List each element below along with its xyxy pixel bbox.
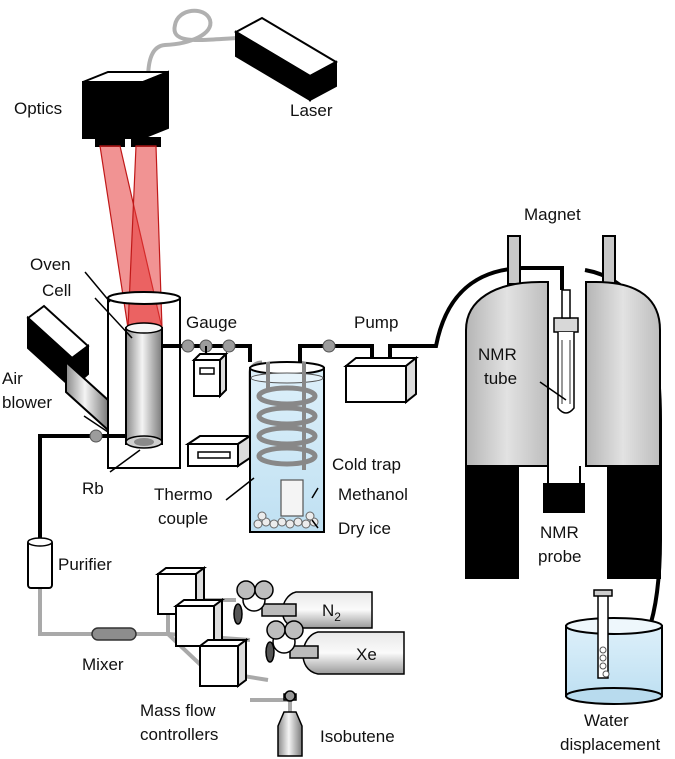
- cell: [125, 322, 163, 449]
- label-nmr-tube-line1: NMR: [478, 345, 517, 364]
- optical-fiber: [146, 8, 239, 81]
- nmr-tube: [553, 289, 579, 414]
- laser-box: [233, 16, 339, 102]
- mixer: [91, 627, 137, 641]
- label-nmr-probe-line2: probe: [538, 547, 581, 566]
- label-n2: N2: [322, 601, 341, 624]
- oven: [107, 291, 181, 469]
- label-thermo-line1: Thermo: [154, 485, 213, 504]
- label-xe: Xe: [356, 645, 377, 664]
- cold-trap: [249, 361, 325, 533]
- pump: [343, 355, 419, 405]
- label-water-line2: displacement: [560, 735, 660, 754]
- label-gauge: Gauge: [186, 313, 237, 332]
- label-water-line1: Water: [584, 711, 629, 730]
- label-cell: Cell: [42, 281, 71, 300]
- label-oven: Oven: [30, 255, 71, 274]
- n2-cylinder: [233, 580, 373, 629]
- label-laser: Laser: [290, 101, 333, 120]
- water-displacement: [565, 589, 663, 705]
- label-magnet: Magnet: [524, 205, 581, 224]
- label-cold-trap: Cold trap: [332, 455, 401, 474]
- label-dry-ice: Dry ice: [338, 519, 391, 538]
- purifier: [27, 537, 53, 589]
- isobutene-cylinder: [277, 690, 303, 757]
- label-mixer: Mixer: [82, 655, 124, 674]
- label-rb: Rb: [82, 479, 104, 498]
- air-blower: [26, 304, 109, 433]
- label-air-blower-line1: Air: [2, 369, 23, 388]
- label-n2-main: N: [322, 601, 334, 620]
- label-mfc-line1: Mass flow: [140, 701, 216, 720]
- mass-flow-controllers: [155, 566, 249, 688]
- label-air-blower-line2: blower: [2, 393, 52, 412]
- label-nmr-tube-line2: tube: [484, 369, 517, 388]
- label-purifier: Purifier: [58, 555, 112, 574]
- thermocouple-reader: [184, 434, 254, 468]
- valve-dots: [89, 339, 336, 443]
- label-pump: Pump: [354, 313, 398, 332]
- label-optics: Optics: [14, 99, 62, 118]
- label-mfc-line2: controllers: [140, 725, 218, 744]
- label-thermo-line2: couple: [158, 509, 208, 528]
- label-isobutene: Isobutene: [320, 727, 395, 746]
- optics-box: [82, 70, 169, 147]
- label-methanol: Methanol: [338, 485, 408, 504]
- magnet: [465, 235, 661, 579]
- label-n2-subscript: 2: [334, 610, 341, 624]
- label-nmr-probe-line1: NMR: [540, 523, 579, 542]
- gauge: [191, 346, 229, 399]
- leader-lines: [83, 271, 567, 529]
- xe-cylinder: [265, 620, 405, 675]
